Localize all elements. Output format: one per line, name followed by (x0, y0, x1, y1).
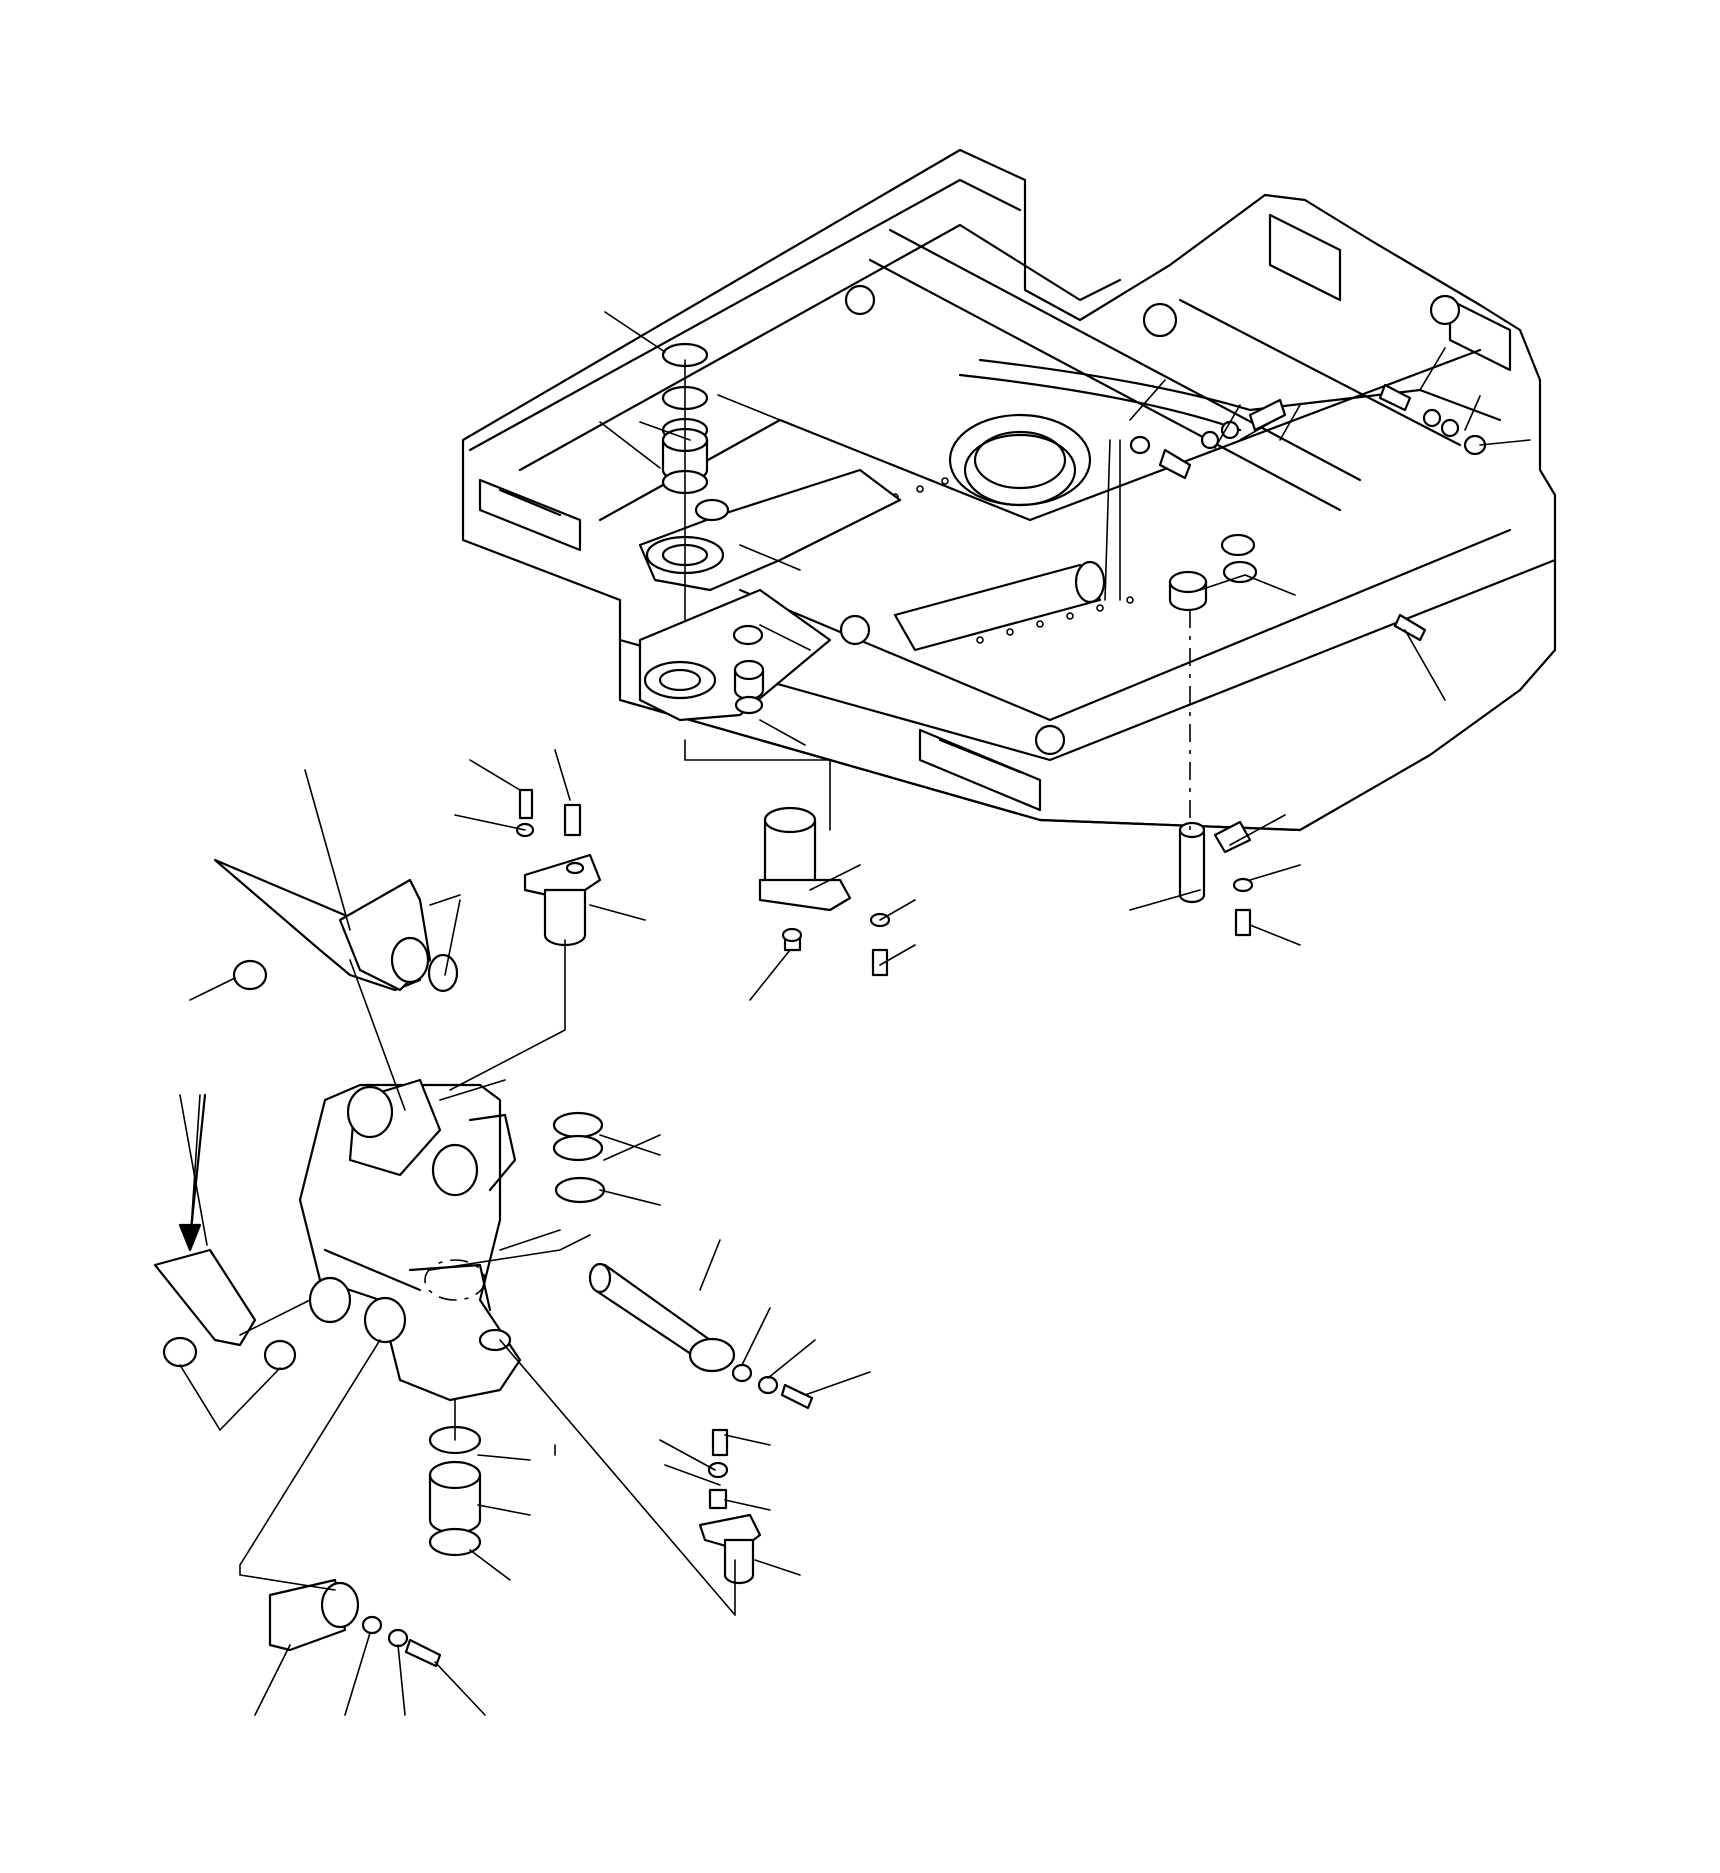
revolving-frame (461, 148, 1557, 832)
long-pin (588, 1262, 814, 1410)
deck-bushings (1168, 533, 1427, 642)
lower-bracket (638, 588, 832, 722)
bushing-stack-bottom (428, 1399, 482, 1557)
hose-fittings (1129, 383, 1487, 480)
bushing-stack-top (661, 342, 730, 661)
bottom-left-pin (268, 1578, 442, 1668)
lower-right-pin (698, 1428, 762, 1585)
swing-pin-center (758, 806, 891, 977)
upper-pin-plate (515, 788, 602, 947)
pin-right (1178, 820, 1254, 937)
bushing-stack-mid (552, 1111, 606, 1204)
swing-bracket (298, 1078, 522, 1402)
swing-cylinder (153, 1248, 297, 1371)
leader-lines (179, 311, 1531, 1716)
boom-cylinder (213, 858, 459, 993)
direction-arrow (178, 1093, 207, 1252)
